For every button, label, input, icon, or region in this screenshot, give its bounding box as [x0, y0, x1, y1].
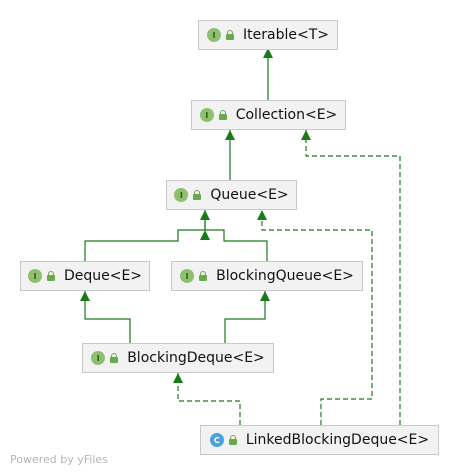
- arrowhead-deque-to-queue: [200, 210, 210, 220]
- edge-blocking_deque-to-blocking_queue: [224, 291, 266, 343]
- arrowhead-linked_blocking_deque-to-collection: [301, 130, 311, 140]
- node-label: Iterable<T>: [243, 27, 329, 43]
- node-blocking-queue[interactable]: I BlockingQueue<E>: [171, 261, 363, 291]
- arrowhead-linked_blocking_deque-to-blocking_deque: [173, 373, 183, 383]
- edge-blocking_queue-to-queue: [205, 229, 268, 261]
- node-label: LinkedBlockingDeque<E>: [245, 432, 430, 448]
- lock-icon: [199, 271, 208, 281]
- node-label: Collection<E>: [235, 107, 338, 123]
- node-iterable[interactable]: I Iterable<T>: [198, 20, 338, 50]
- edge-blocking_deque-to-deque: [84, 291, 131, 343]
- arrowhead-blocking_queue-to-queue: [200, 230, 210, 240]
- arrowhead-blocking_deque-to-deque: [80, 291, 90, 301]
- arrowhead-collection-to-iterable: [263, 48, 273, 58]
- interface-badge-icon: I: [199, 108, 214, 122]
- lock-icon: [226, 30, 235, 40]
- node-blocking-deque[interactable]: I BlockingDeque<E>: [82, 343, 274, 373]
- lock-icon: [110, 353, 119, 363]
- interface-badge-icon: I: [180, 269, 195, 283]
- edge-deque-to-queue: [84, 210, 206, 261]
- node-label: BlockingDeque<E>: [127, 350, 265, 366]
- node-label: Deque<E>: [63, 268, 143, 284]
- node-label: BlockingQueue<E>: [216, 268, 354, 284]
- node-label: Queue<E>: [210, 187, 289, 203]
- lock-icon: [46, 271, 55, 281]
- lock-icon: [228, 435, 237, 445]
- interface-badge-icon: I: [207, 28, 222, 42]
- node-linked-blocking-deque[interactable]: C LinkedBlockingDeque<E>: [200, 425, 439, 455]
- arrowhead-linked_blocking_deque-to-queue: [257, 210, 267, 220]
- edge-linked_blocking_deque-to-collection: [305, 130, 401, 425]
- node-queue[interactable]: I Queue<E>: [166, 180, 297, 210]
- lock-icon: [218, 110, 227, 120]
- edge-linked_blocking_deque-to-blocking_deque: [177, 373, 241, 425]
- class-badge-icon: C: [209, 433, 224, 447]
- interface-badge-icon: I: [91, 351, 106, 365]
- edge-linked_blocking_deque-to-queue: [261, 210, 373, 425]
- powered-by-footer: Powered by yFiles: [10, 453, 108, 466]
- arrowhead-blocking_deque-to-blocking_queue: [260, 291, 270, 301]
- lock-icon: [193, 190, 202, 200]
- interface-badge-icon: I: [27, 269, 42, 283]
- interface-badge-icon: I: [174, 188, 189, 202]
- node-deque[interactable]: I Deque<E>: [20, 261, 150, 291]
- node-collection[interactable]: I Collection<E>: [191, 100, 346, 130]
- arrowhead-queue-to-collection: [225, 130, 235, 140]
